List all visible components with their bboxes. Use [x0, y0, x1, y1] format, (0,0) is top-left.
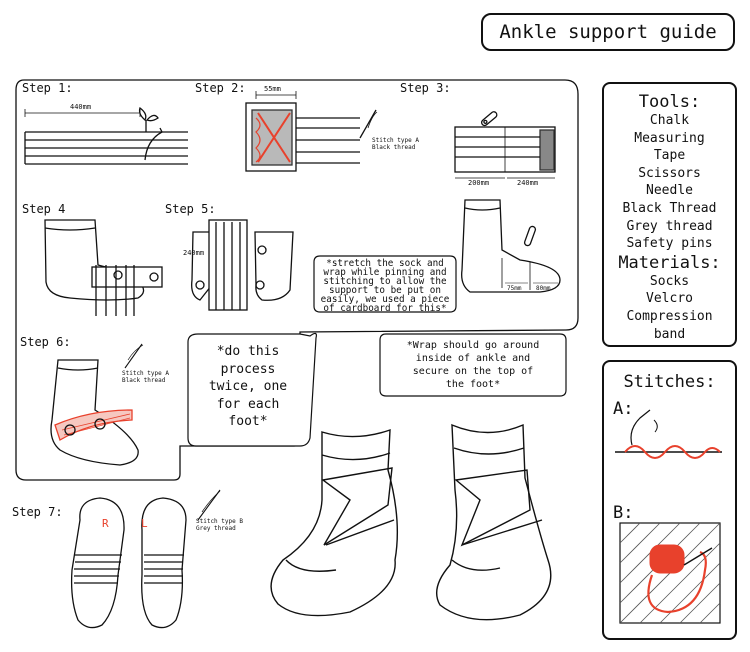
step3-label: Step 3: — [400, 81, 451, 95]
step6-drawing — [50, 359, 139, 466]
tools-box: Tools: Chalk Measuring Tape Scissors Nee… — [602, 82, 737, 347]
left-foot-label: L — [141, 517, 148, 530]
measure-240: 240mm — [517, 179, 539, 187]
step1-drawing — [24, 106, 188, 165]
step3-sock — [461, 199, 561, 293]
list-item: Measuring — [634, 130, 705, 146]
tools-heading: Tools: — [638, 92, 701, 112]
step7-label: Step 7: — [12, 505, 63, 519]
left-sole — [141, 497, 187, 629]
stitch-a-label: A: — [613, 399, 634, 419]
list-item: Velcro — [646, 291, 693, 307]
measure-75: 75mm — [507, 285, 522, 292]
tools-list: Chalk Measuring Tape Scissors Needle Bla… — [604, 112, 735, 253]
title-box: Ankle support guide — [481, 13, 735, 51]
list-item: Safety pins — [626, 236, 713, 252]
stitch-a-drawing — [615, 409, 722, 459]
measure-240-vertical: 240mm — [183, 249, 205, 257]
stitch-note-step2: Stitch type A Black thread — [372, 137, 419, 151]
step2-label: Step 2: — [195, 81, 246, 95]
list-item: Needle — [646, 183, 693, 199]
page-title: Ankle support guide — [499, 21, 717, 43]
materials-heading: Materials: — [618, 252, 721, 273]
step4-label: Step 4 — [22, 202, 66, 216]
stretch-note: *stretch the sock and wrap while pinning… — [320, 258, 450, 314]
list-item: Tape — [653, 148, 686, 164]
step2-drawing — [245, 91, 378, 172]
stitch-b-drawing — [619, 522, 721, 624]
list-item: Black Thread — [622, 200, 717, 216]
needle-icon — [124, 343, 221, 521]
stitch-note-step7: Stitch type B Grey thread — [196, 518, 243, 532]
step1-label: Step 1: — [22, 81, 73, 95]
step5-label: Step 5: — [165, 202, 216, 216]
list-item: band — [653, 326, 686, 342]
stitch-note-step6: Stitch type A Black thread — [122, 370, 169, 384]
measure-55: 55mm — [264, 85, 281, 93]
step6-label: Step 6: — [20, 335, 71, 349]
materials-list: Socks Velcro Compression band — [604, 273, 735, 343]
measure-80: 80mm — [536, 285, 551, 292]
step5-drawing — [191, 219, 294, 311]
step4-drawing — [44, 219, 163, 316]
list-item: Chalk — [649, 113, 690, 128]
stitches-box: Stitches: — [602, 360, 737, 640]
right-foot-label: R — [102, 517, 109, 530]
wrap-note: *Wrap should go around inside of ankle a… — [406, 340, 540, 390]
list-item: Grey thread — [626, 218, 713, 234]
list-item: Scissors — [638, 165, 701, 181]
wrapped-feet-illustration — [270, 423, 552, 621]
list-item: Socks — [649, 273, 690, 289]
measure-440: 440mm — [70, 103, 92, 111]
stitch-b-label: B: — [613, 503, 634, 523]
twice-note: *do this process twice, one for each foo… — [208, 344, 288, 429]
step7-soles — [70, 497, 187, 629]
right-sole — [70, 497, 125, 629]
stitches-heading: Stitches: — [623, 372, 716, 392]
list-item: Compression — [626, 308, 713, 324]
measure-200: 200mm — [468, 179, 490, 187]
step3-drawing — [454, 111, 556, 179]
